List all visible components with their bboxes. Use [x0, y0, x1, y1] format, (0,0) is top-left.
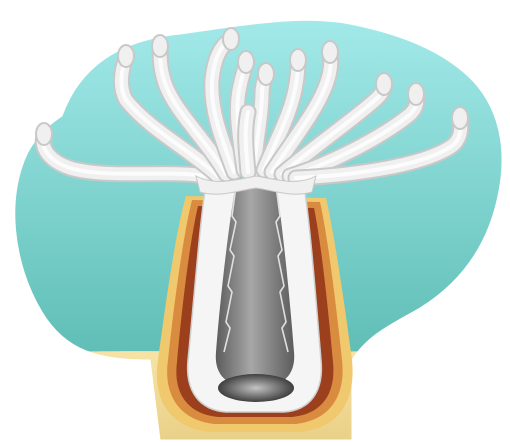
tentacle-tip: [36, 123, 52, 145]
tentacle-tip: [452, 107, 468, 129]
tentacle-tip: [376, 73, 392, 95]
tentacle-tip: [238, 51, 254, 73]
tentacle-tip: [408, 83, 424, 105]
tentacle-tip: [152, 35, 168, 57]
pedal-disc: [218, 374, 294, 402]
tentacle: [246, 112, 248, 172]
tentacle-tip: [290, 49, 306, 71]
tentacle-highlight: [246, 112, 248, 172]
tentacle-tip: [322, 41, 338, 63]
anemone-body: [188, 172, 322, 412]
tentacle-tip: [223, 28, 239, 50]
tentacle-tip: [118, 45, 134, 67]
tentacle-tip: [258, 63, 274, 85]
